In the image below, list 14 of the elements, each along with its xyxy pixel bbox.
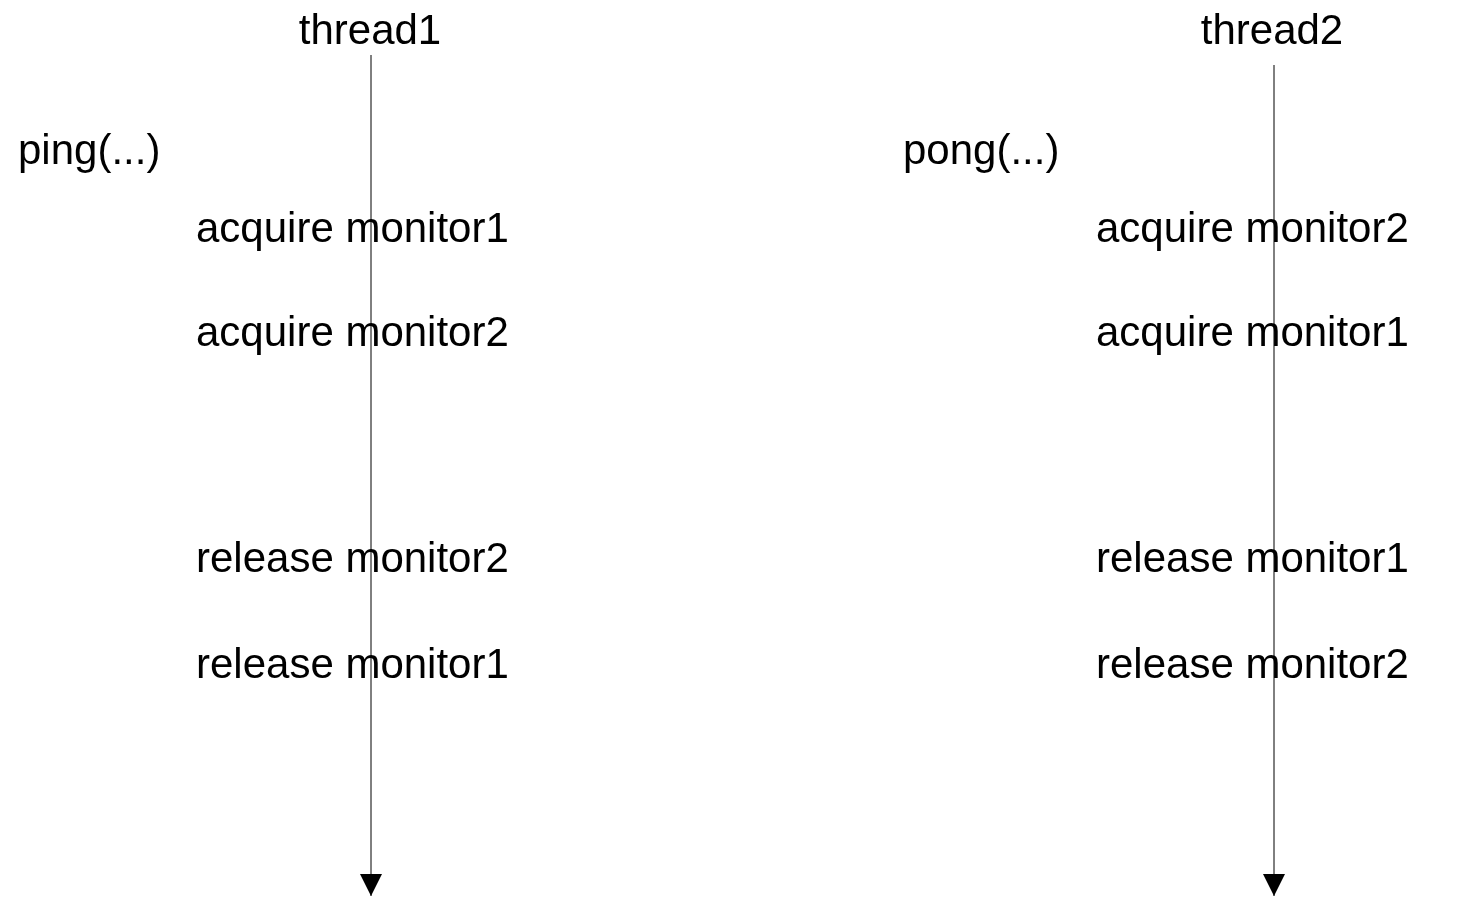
thread-label: thread2 (1200, 6, 1344, 65)
thread-label: thread1 (298, 6, 442, 55)
timeline-arrow (1263, 64, 1285, 897)
step-label: release monitor2 (1096, 640, 1409, 688)
step-label: acquire monitor2 (1096, 204, 1409, 252)
step-label: acquire monitor2 (196, 308, 509, 356)
function-call-label: pong(...) (903, 126, 1060, 174)
step-label: release monitor2 (196, 534, 509, 582)
step-label: acquire monitor1 (196, 204, 509, 252)
function-call-label: ping(...) (18, 126, 161, 174)
step-label: release monitor1 (1096, 534, 1409, 582)
timeline-arrow (360, 54, 382, 897)
step-label: release monitor1 (196, 640, 509, 688)
step-label: acquire monitor1 (1096, 308, 1409, 356)
